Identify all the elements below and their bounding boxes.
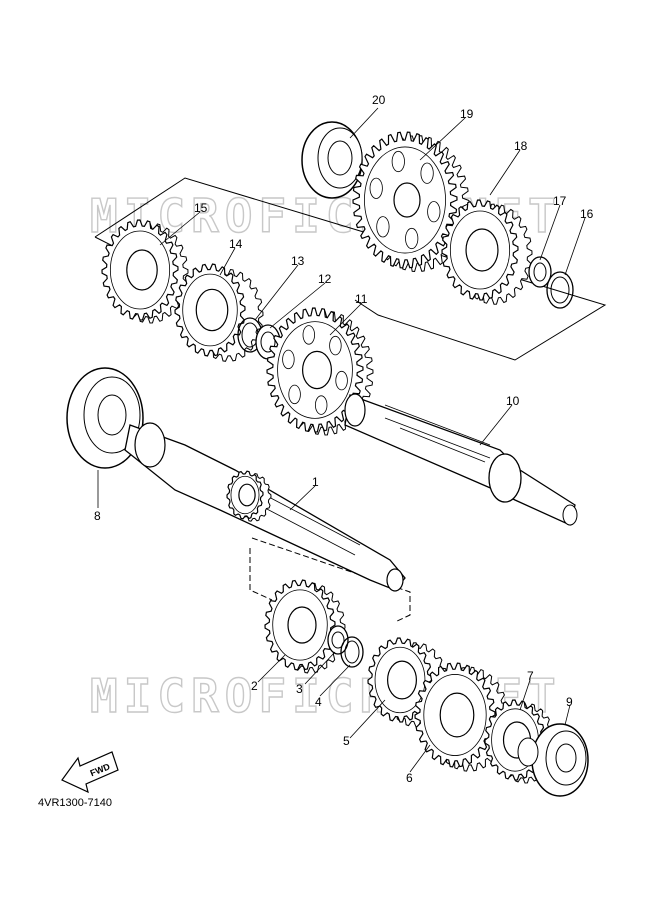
washer-17 [528, 256, 552, 288]
leader-lines [97, 107, 586, 773]
part-label-12: 12 [318, 272, 332, 286]
diagram-code: 4VR1300-7140 [38, 797, 112, 809]
part-label-5: 5 [343, 734, 350, 748]
circlip-16 [546, 271, 574, 309]
bearing-20 [301, 121, 363, 199]
part-label-11: 11 [355, 292, 368, 306]
part-label-19: 19 [460, 107, 474, 121]
part-label-16: 16 [580, 207, 594, 221]
part-label-10: 10 [506, 394, 520, 408]
washer-3 [327, 625, 349, 655]
bearing-9 [517, 723, 589, 797]
group-outline-upper [94, 177, 607, 361]
gear-2 [264, 579, 346, 674]
gear-18 [441, 199, 533, 305]
fwd-arrow-icon: FWD [61, 751, 119, 794]
part-label-13: 13 [291, 254, 305, 268]
part-label-7: 7 [527, 669, 534, 683]
bearing-8 [66, 367, 144, 469]
gear-15 [101, 219, 189, 324]
part-label-8: 8 [94, 509, 101, 523]
part-label-15: 15 [194, 201, 208, 215]
part-label-1: 1 [312, 475, 319, 489]
part-label-9: 9 [566, 695, 573, 709]
part-label-2: 2 [251, 679, 258, 693]
part-label-20: 20 [372, 93, 386, 107]
part-label-18: 18 [514, 139, 528, 153]
gear-on-axle-1 [226, 470, 272, 522]
part-label-3: 3 [296, 682, 303, 696]
group-outline-lower-2 [251, 537, 411, 623]
group-outline-lower [249, 548, 273, 601]
drive-axle-10 [344, 393, 578, 526]
part-label-6: 6 [406, 771, 413, 785]
gear-14 [174, 263, 264, 362]
part-label-4: 4 [315, 695, 322, 709]
circlip-4 [340, 636, 364, 668]
part-label-14: 14 [229, 237, 243, 251]
gear-5 [367, 637, 449, 728]
part-label-17: 17 [553, 194, 567, 208]
